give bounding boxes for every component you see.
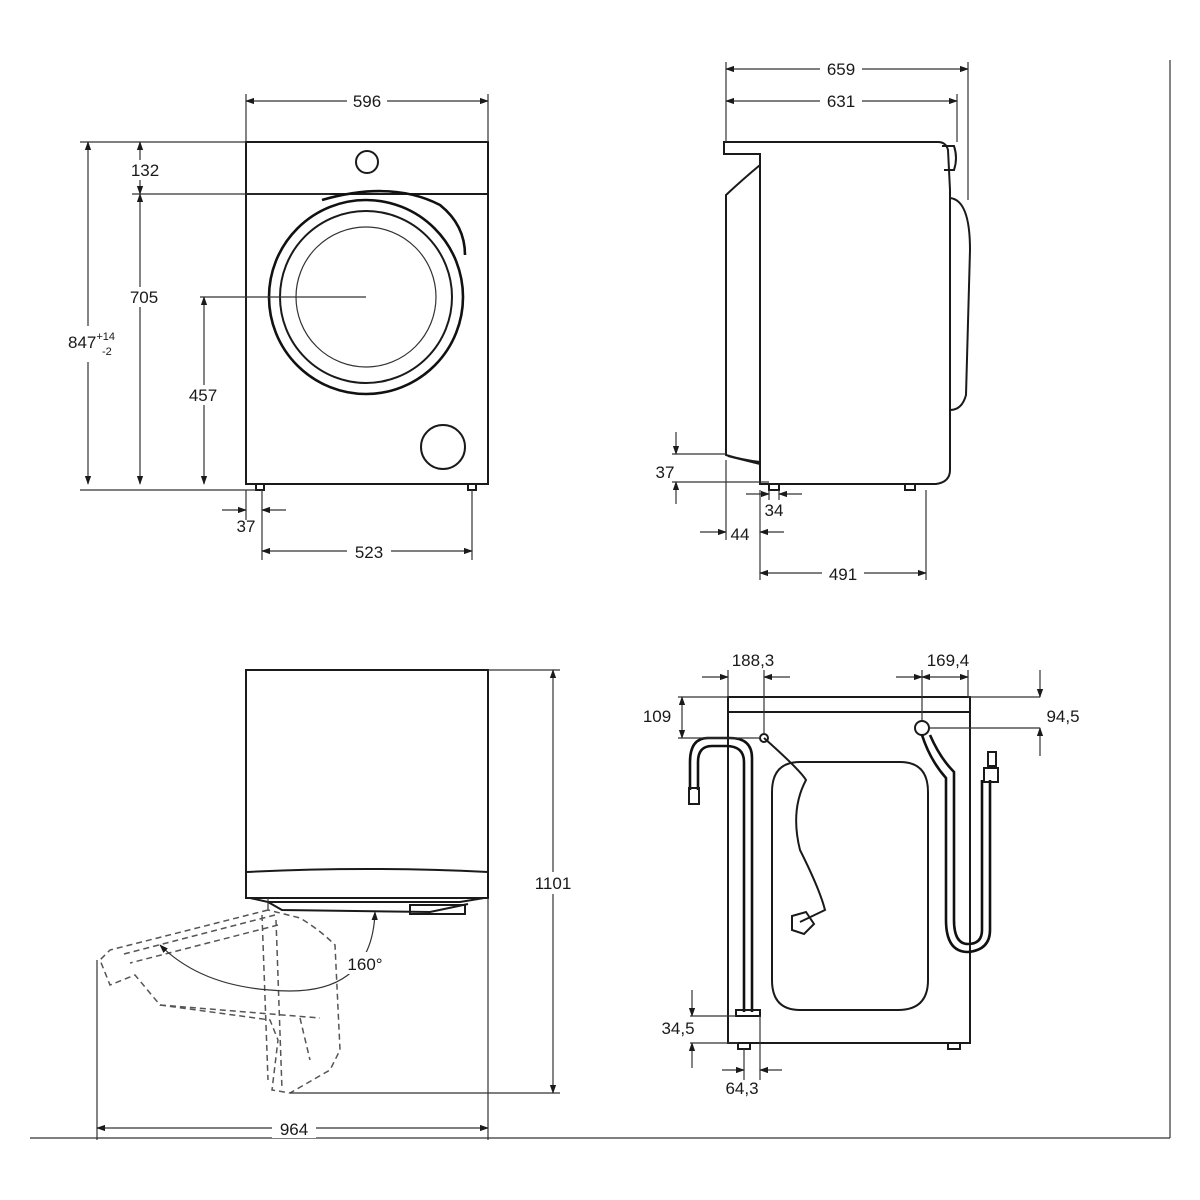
dim-side-foot-height: 37 [656,463,675,482]
dim-depth-body: 631 [827,92,855,111]
top-view: 1101 160° 964 [96,669,576,1140]
drain-hose-left [696,744,746,1012]
side-foot-front [768,483,780,491]
dim-total-height-tol-minus: -2 [102,346,112,358]
side-rear-cover [949,197,972,411]
drain-hose-end [688,787,700,805]
dim-total-height: 847+14 [68,331,115,352]
side-body [723,141,951,485]
dim-door-center-height: 457 [189,386,217,405]
filter-cover [420,424,466,470]
side-view: 659 631 37 34 44 491 [656,59,972,584]
front-foot-left [255,483,265,491]
front-body [245,141,489,485]
dim-hose-left-offset: 188,3 [732,651,775,670]
top-door-closed [267,901,469,914]
rear-foot-right [947,1042,961,1050]
side-door-profile [725,154,761,463]
front-view: 596 132 705 847+14 -2 457 37 523 [62,90,489,562]
dim-bottom-hose-offset: 64,3 [725,1079,758,1098]
dim-side-foot-depth: 491 [829,565,857,584]
rear-panel [771,761,929,1011]
dim-front-offset: 44 [731,525,750,544]
side-foot-rear [904,483,916,491]
dim-left-top-offset: 109 [643,707,671,726]
dim-depth-total: 659 [827,60,855,79]
dim-bottom-hose-height: 34,5 [661,1019,694,1038]
power-plug [791,910,816,936]
door-open-outline [99,909,341,1094]
dim-foot-spacing: 523 [355,543,383,562]
top-body [245,669,489,899]
rear-view: 188,3 169,4 109 94,5 34,5 64,3 [638,651,1080,1098]
dim-top-height: 1101 [535,874,572,893]
dim-door-height: 705 [130,288,158,307]
dim-hose-right-offset: 169,4 [927,651,970,670]
rear-foot-left [737,1042,751,1050]
dim-right-top-offset: 94,5 [1046,707,1079,726]
dim-front-width: 596 [353,92,381,111]
inlet-connector [914,720,930,736]
dim-side-foot-width: 34 [765,501,784,520]
dim-depth-door-open: 964 [280,1120,308,1139]
inlet-hose [920,734,992,954]
rear-body [727,696,971,1044]
door-angle-arc [159,911,378,992]
dim-foot-inset: 37 [237,517,256,536]
side-knob [942,145,957,171]
door-hinge-arc [321,189,467,256]
inlet-fitting [983,767,999,783]
detergent-knob [355,150,379,174]
dim-panel-height: 132 [131,161,159,180]
dim-door-angle: 160° [347,955,382,974]
front-foot-right [467,483,477,491]
power-cable [763,737,827,923]
